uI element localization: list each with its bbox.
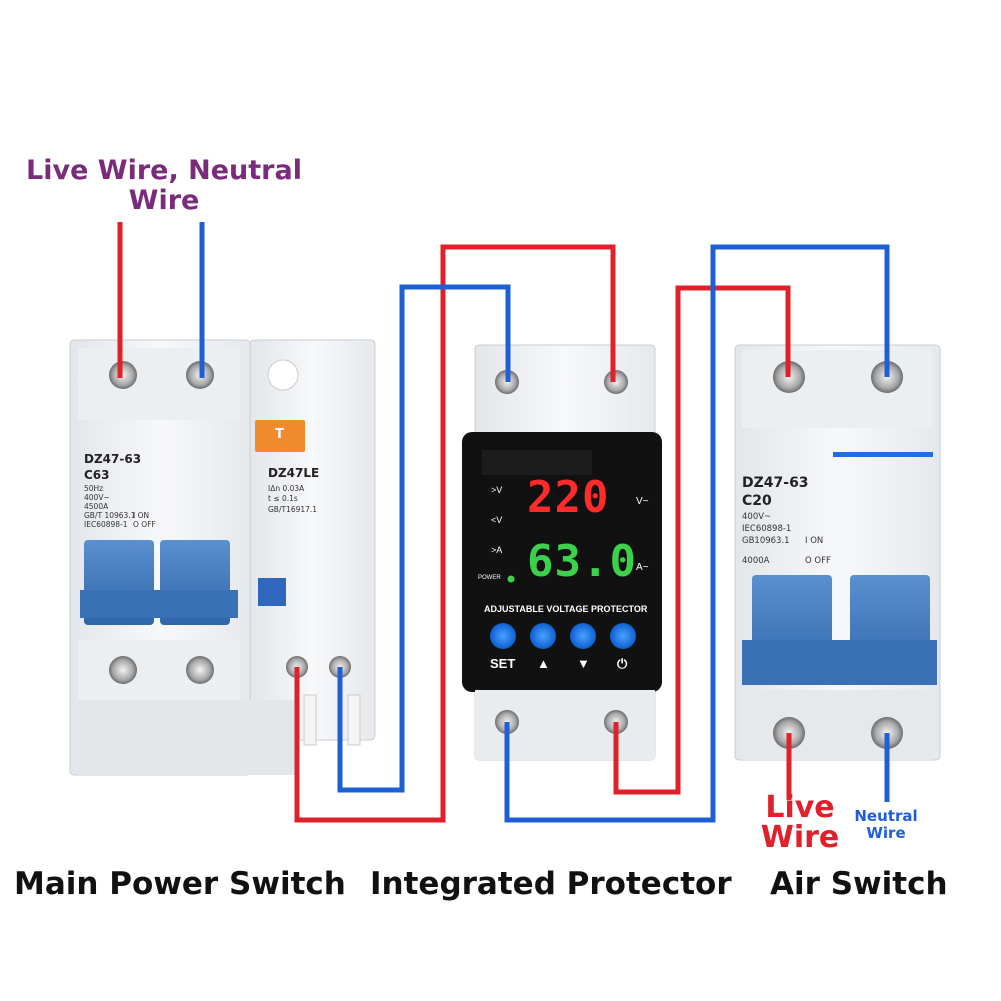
protector-buttons [490,623,636,649]
air-spec-3: 4000A [742,556,770,566]
indicator-over-current: >A [491,545,503,555]
main-spec-1: 400V~ [84,493,110,502]
air-on-label: I ON [805,536,824,546]
rcd-spec-0: IΔn 0.03A [268,484,305,493]
indicator-over-voltage: >V [491,485,503,495]
main-on-label: I ON [133,511,150,520]
power-button[interactable] [610,623,636,649]
air-switch [734,344,941,761]
air-spec-1: IEC60898-1 [742,524,792,534]
main-spec-3: GB/T 10963.1 [84,511,136,520]
test-button[interactable] [255,420,305,452]
wire-neutral-main-to-protector [337,284,511,793]
caption-neutral-wire: Neutral Wire [854,807,918,842]
up-button[interactable] [530,623,556,649]
main-power-switch [69,339,376,776]
air-switch-rating: C20 [742,493,772,509]
rcd-model: DZ47LE [268,466,320,480]
panel-title: ADJUSTABLE VOLTAGE PROTECTOR [484,604,648,614]
caption-live-wire: Live Wire [760,790,840,855]
up-button-label: ▲ [537,656,550,671]
caption-integrated-protector: Integrated Protector [370,866,732,902]
caption-main-power-switch: Main Power Switch [14,866,346,902]
current-display: 63.0 [527,536,637,587]
wire-neutral-protector-to-switch [504,244,890,823]
main-breaker-model: DZ47-63 [84,452,142,466]
wires [117,222,890,823]
voltage-unit: V~ [636,496,649,507]
main-spec-2: 4500A [84,502,109,511]
set-button-label: SET [490,656,516,671]
current-unit: A~ [636,562,649,573]
down-button[interactable] [570,623,596,649]
rcd-spec-1: t ≤ 0.1s [268,494,298,503]
main-spec-0: 50Hz [84,484,104,493]
air-spec-2: GB10963.1 [742,536,790,546]
wire-live-main-to-protector [294,244,616,823]
voltage-display: 220 [527,472,610,523]
main-off-label: O OFF [133,520,156,529]
main-spec-4: IEC60898-1 [84,520,128,529]
test-button-label: T [275,427,284,442]
main-breaker-rating: C63 [84,468,110,482]
top-caption: Live Wire, Neutral Wire [26,155,302,216]
caption-air-switch: Air Switch [770,866,948,902]
set-button[interactable] [490,623,516,649]
wire-live-protector-to-switch [613,285,791,795]
down-button-label: ▼ [577,656,590,671]
power-button-label: ⏻ [617,656,628,671]
air-switch-model: DZ47-63 [742,475,809,491]
rcd-reset-button[interactable] [258,578,286,606]
air-off-label: O OFF [805,556,831,566]
indicator-under-voltage: <V [491,515,503,525]
air-spec-0: 400V~ [742,512,772,522]
power-label: POWER [478,575,501,581]
power-led [507,575,515,583]
rcd-spec-2: GB/T16917.1 [268,505,318,514]
